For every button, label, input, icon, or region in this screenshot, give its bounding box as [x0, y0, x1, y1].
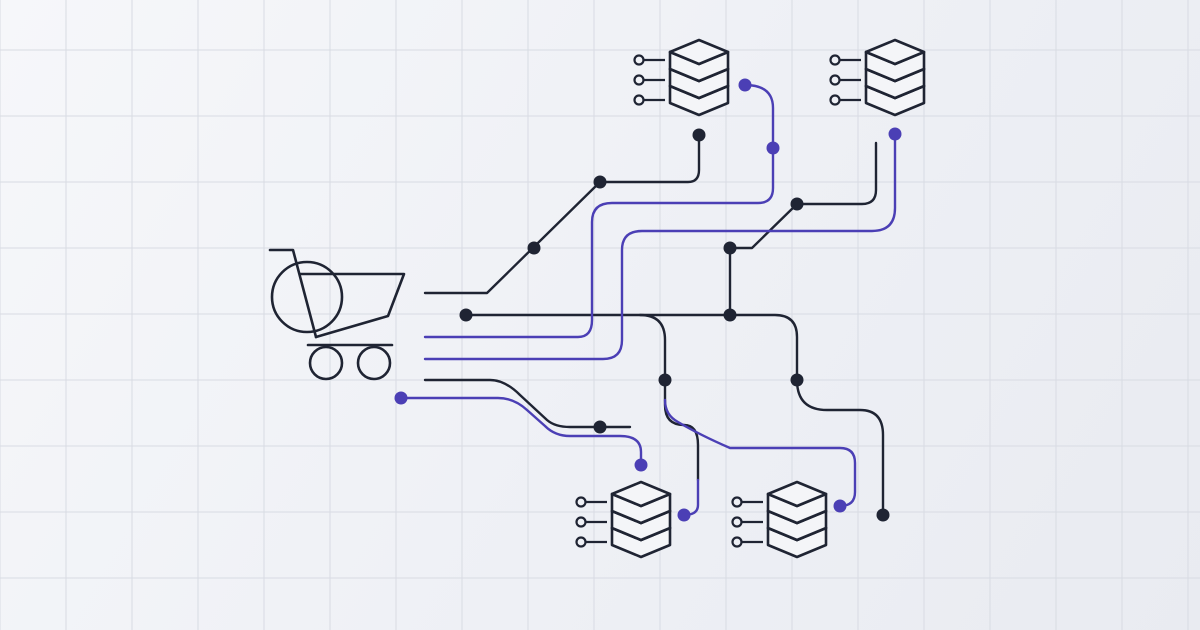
wire-accent-cart-to-server-top-right — [423, 132, 897, 361]
server-bottom-right-icon — [731, 480, 828, 559]
wire-cart-to-server-top-left — [423, 133, 701, 295]
server-group — [575, 38, 926, 559]
junction-dot-accent — [738, 78, 752, 92]
junction-dot-dark — [723, 241, 737, 255]
junction-dot-accent — [634, 458, 648, 472]
server-top-left-icon — [633, 38, 730, 117]
dark-junctions — [459, 128, 890, 522]
wire-bus-to-server-top-right — [728, 141, 878, 317]
wire-cart-lower-to-junction — [423, 378, 632, 429]
junction-dot-dark — [459, 308, 473, 322]
junction-dot-dark — [658, 373, 672, 387]
junction-dot-accent — [394, 391, 408, 405]
junction-dot-accent — [833, 499, 847, 513]
junction-dot-dark — [593, 175, 607, 189]
accent-connections — [399, 83, 897, 517]
wire-accent-bus-to-server-bottom-right — [663, 398, 857, 508]
junction-dot-accent — [766, 141, 780, 155]
server-bottom-left-icon — [575, 480, 672, 559]
dark-connections — [423, 133, 885, 517]
wire-bus-to-server-bottom-left — [638, 313, 700, 482]
shopping-cart-icon — [268, 248, 406, 381]
junction-dot-dark — [527, 241, 541, 255]
junction-dot-dark — [876, 508, 890, 522]
junction-dot-accent — [888, 127, 902, 141]
server-top-right-icon — [829, 38, 926, 117]
junction-dot-dark — [790, 197, 804, 211]
junction-dot-dark — [692, 128, 706, 142]
accent-junctions — [394, 78, 902, 522]
junction-dot-accent — [677, 508, 691, 522]
junction-dot-dark — [593, 420, 607, 434]
wire-accent-cart-to-server-top-left — [423, 83, 775, 339]
junction-dot-dark — [723, 308, 737, 322]
wire-main-bus — [464, 313, 885, 517]
wire-accent-cart-to-server-bottom-left — [399, 396, 643, 467]
junction-dot-dark — [790, 373, 804, 387]
